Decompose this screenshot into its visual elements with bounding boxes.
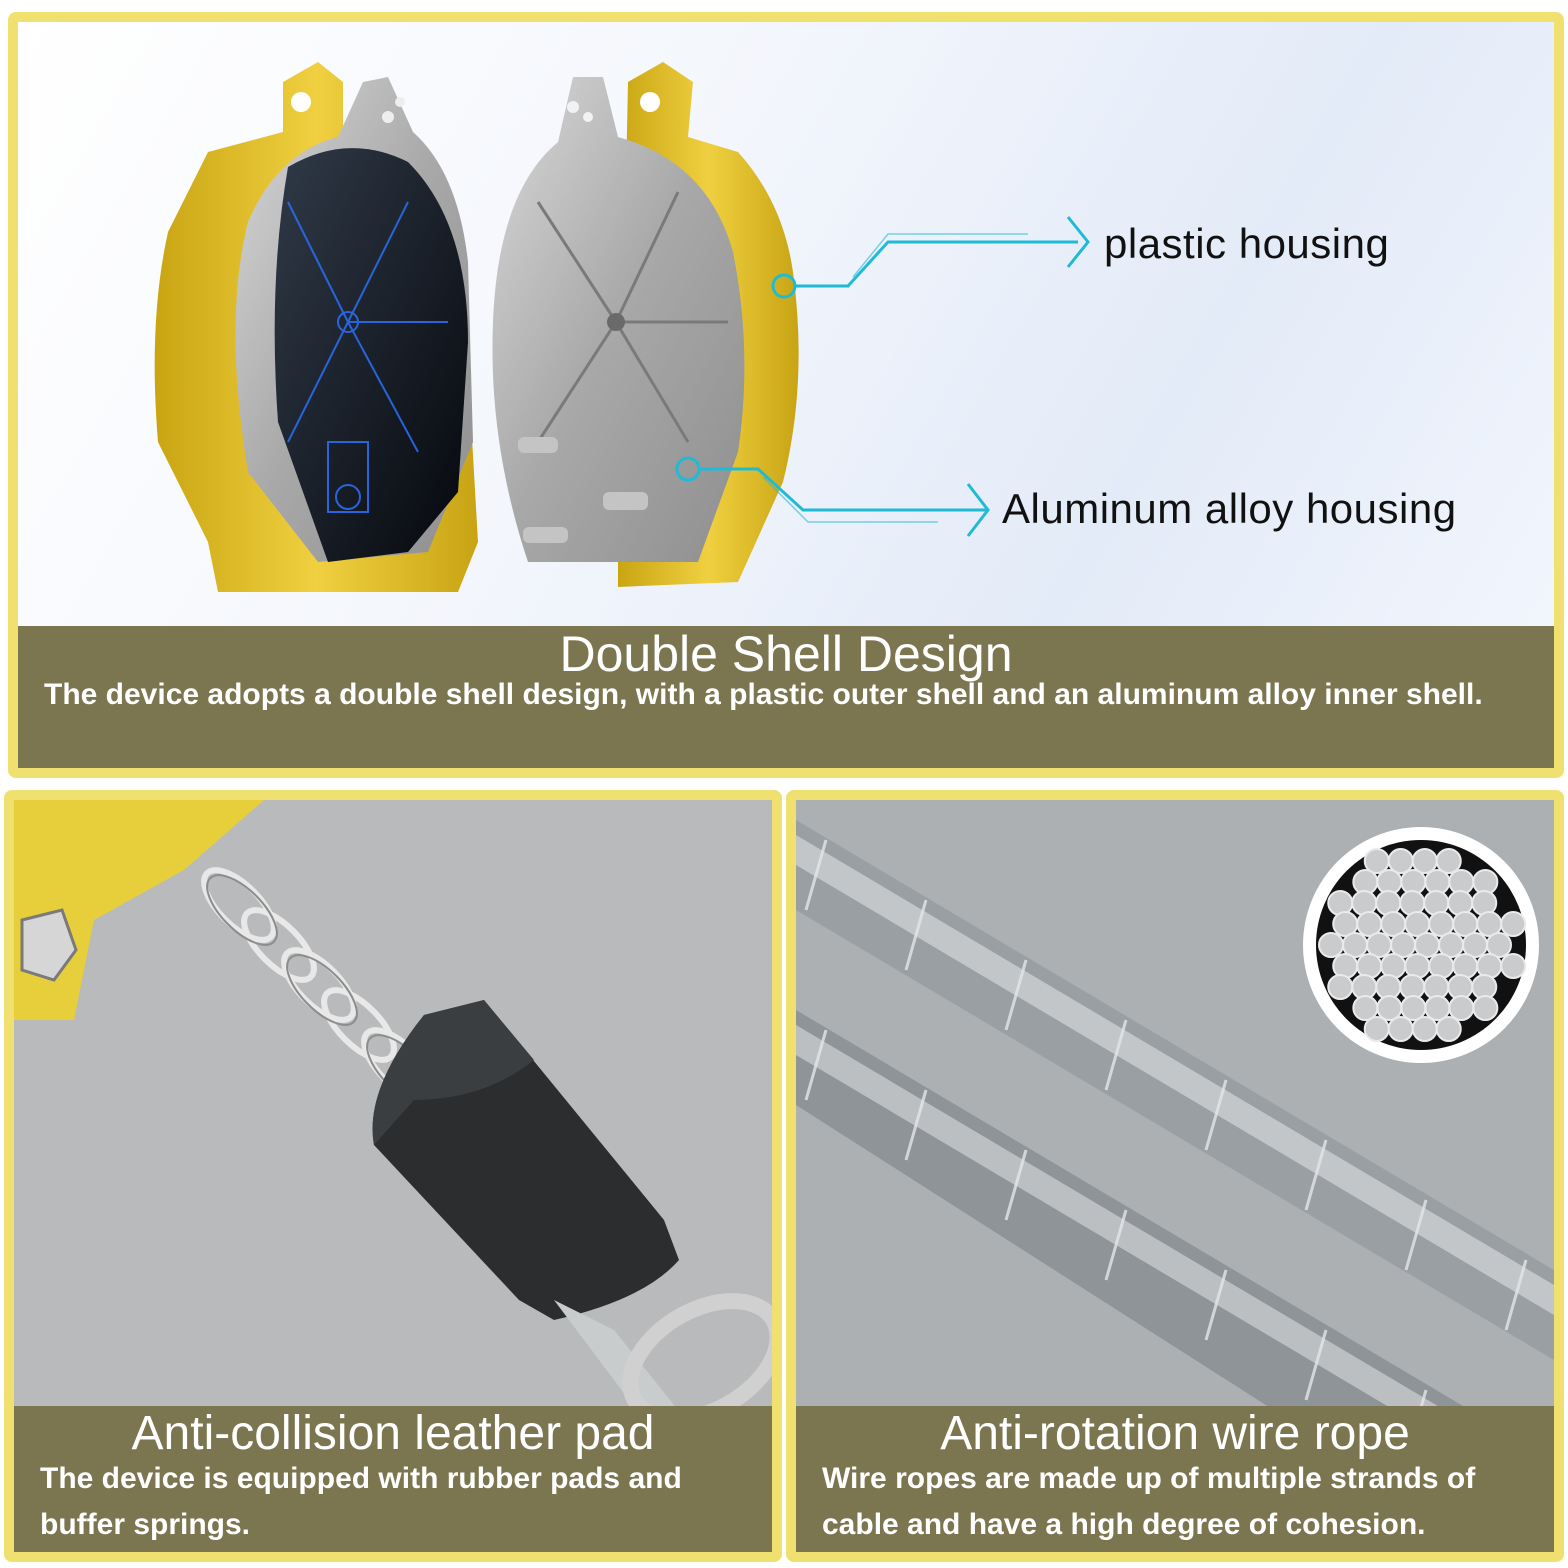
rope-strand-section	[1500, 953, 1527, 979]
wire-rope-panel: Anti-rotation wire rope Wire ropes are m…	[786, 790, 1564, 1562]
rope-strand-section	[1472, 995, 1499, 1021]
wire-rope-body: Wire ropes are made up of multiple stran…	[822, 1462, 1476, 1541]
rope-strand-section	[1447, 890, 1474, 916]
rope-strand-section	[1375, 890, 1402, 916]
rope-strand-section	[1435, 1016, 1462, 1042]
rope-strand-section	[1423, 890, 1450, 916]
left-housing-half	[154, 62, 478, 592]
rope-strand-section	[1411, 1016, 1438, 1042]
rope-strand-section	[1318, 932, 1344, 958]
leather-pad-caption: Anti-collision leather pad The device is…	[14, 1406, 772, 1552]
double-shell-title: Double Shell Design	[559, 626, 1013, 682]
rope-strand-section	[1448, 995, 1475, 1021]
rope-strand-section	[1452, 953, 1479, 979]
rope-strand-section	[1332, 953, 1359, 979]
leather-pad-title: Anti-collision leather pad	[131, 1407, 655, 1460]
rope-strand-section	[1486, 932, 1512, 958]
double-shell-body: The device adopts a double shell design,…	[44, 678, 1483, 711]
rope-strand-section	[1351, 890, 1378, 916]
rope-strand-section	[1327, 890, 1354, 916]
leather-pad-body: The device is equipped with rubber pads …	[40, 1462, 682, 1541]
plastic-housing-label: plastic housing	[1104, 220, 1390, 267]
housing-illustration	[154, 62, 1090, 592]
right-housing-half	[492, 62, 799, 587]
leather-pad-panel: Anti-collision leather pad The device is…	[4, 790, 782, 1562]
callout-aluminum-line	[675, 456, 990, 537]
wire-rope-caption: Anti-rotation wire rope Wire ropes are m…	[796, 1406, 1554, 1552]
wire-rope-title: Anti-rotation wire rope	[940, 1407, 1410, 1460]
double-shell-panel: plastic housing Aluminum alloy housing D…	[8, 12, 1564, 778]
rope-strand-section	[1471, 890, 1498, 916]
rope-strand-section	[1356, 953, 1383, 979]
callout-plastic-line	[771, 216, 1090, 299]
rope-strand-section	[1399, 890, 1426, 916]
double-shell-caption: Double Shell Design The device adopts a …	[18, 626, 1554, 768]
rope-strand-section	[1435, 848, 1462, 874]
rope-strand-section	[1380, 953, 1407, 979]
rope-strand-section	[1428, 953, 1455, 979]
rope-strand-section	[1327, 974, 1354, 1000]
rope-strand-section	[1500, 911, 1527, 937]
rope-cross-section	[1303, 827, 1539, 1063]
rope-strand-section	[1363, 1016, 1390, 1042]
rope-strand-section	[1387, 1016, 1414, 1042]
aluminum-housing-label: Aluminum alloy housing	[1002, 485, 1457, 532]
rope-strand-section	[1404, 953, 1431, 979]
rope-strand-section	[1476, 953, 1503, 979]
